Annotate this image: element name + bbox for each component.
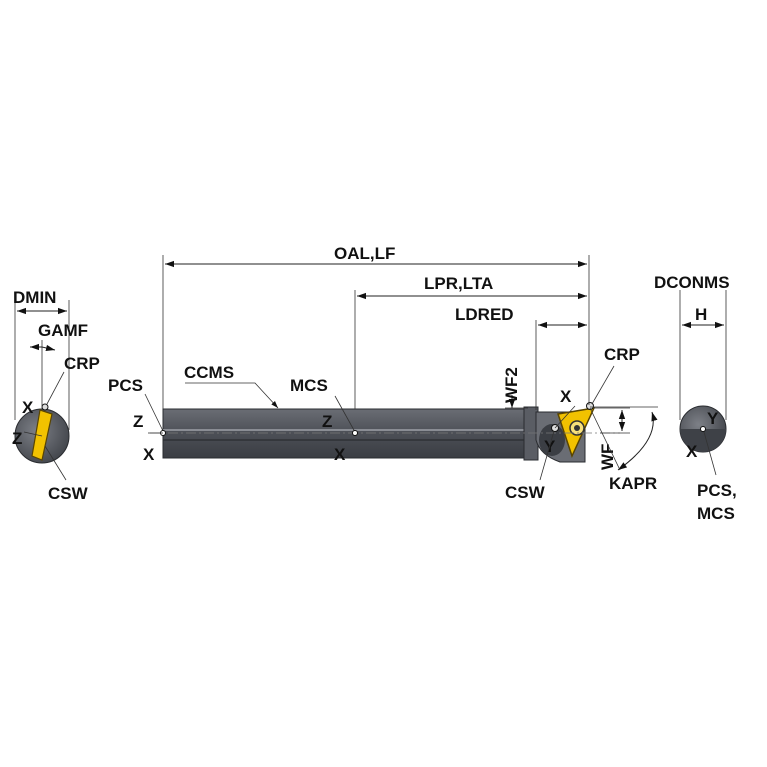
ccms-label: CCMS	[184, 363, 234, 382]
pcs-label: PCS	[108, 376, 143, 395]
kapr-label: KAPR	[609, 474, 657, 493]
right-end-pcs-point	[700, 426, 706, 432]
csw-left-label: CSW	[48, 484, 89, 503]
mcs-label: MCS	[290, 376, 328, 395]
right-end-view	[679, 405, 727, 453]
insert-screw-center	[574, 425, 580, 431]
pcs-mcs-label-line2: MCS	[697, 504, 735, 523]
ldred-label: LDRED	[455, 305, 514, 324]
dmin-label: DMIN	[13, 288, 56, 307]
csw-right-leader	[539, 430, 555, 481]
left-x-axis: X	[22, 398, 34, 417]
crp-right-leader	[591, 365, 615, 405]
end-y-axis: Y	[707, 409, 719, 428]
mcs-x-axis: X	[334, 445, 346, 464]
pcs-x-axis: X	[143, 445, 155, 464]
mcs-point	[352, 430, 358, 436]
left-z-axis-line	[23, 431, 43, 437]
head-x-axis-line	[554, 405, 576, 429]
csw-left-leader	[44, 445, 67, 481]
wf-label: WF	[598, 444, 617, 470]
crp-right-label: CRP	[604, 345, 640, 364]
mcs-z-axis: Z	[322, 412, 332, 431]
h-label: H	[695, 305, 707, 324]
dconms-label: DCONMS	[654, 273, 730, 292]
crp-point-right	[586, 402, 594, 410]
gamf-label: GAMF	[38, 321, 88, 340]
gamf-arc	[30, 343, 56, 352]
kapr-ext-edge	[589, 407, 621, 471]
crp-left-label: CRP	[64, 354, 100, 373]
crp-point-left	[41, 403, 49, 411]
lpr-lta-label: LPR,LTA	[424, 274, 493, 293]
left-end-view	[14, 403, 70, 464]
head-y-axis: Y	[544, 437, 556, 456]
csw-right-label: CSW	[505, 483, 546, 502]
kapr-arc	[617, 411, 658, 471]
oal-lf-label: OAL,LF	[334, 244, 395, 263]
tool-shank	[162, 406, 539, 461]
mcs-leader	[334, 395, 356, 433]
right-end-flat	[680, 429, 726, 452]
shank-body	[162, 408, 529, 459]
left-z-axis: Z	[12, 429, 22, 448]
pcs-mcs-label-line1: PCS,	[697, 481, 737, 500]
left-end-insert	[31, 409, 53, 461]
chip-pocket	[539, 424, 565, 456]
pcs-z-axis: Z	[133, 412, 143, 431]
end-x-axis: X	[686, 442, 698, 461]
pcs-mcs-leader	[703, 431, 717, 476]
head-x-axis: X	[560, 387, 572, 406]
crp-left-leader	[46, 371, 65, 405]
tool-head	[535, 402, 596, 463]
wf2-label: WF2	[502, 367, 521, 403]
pcs-leader	[144, 393, 164, 432]
ccms-leader	[185, 382, 279, 409]
